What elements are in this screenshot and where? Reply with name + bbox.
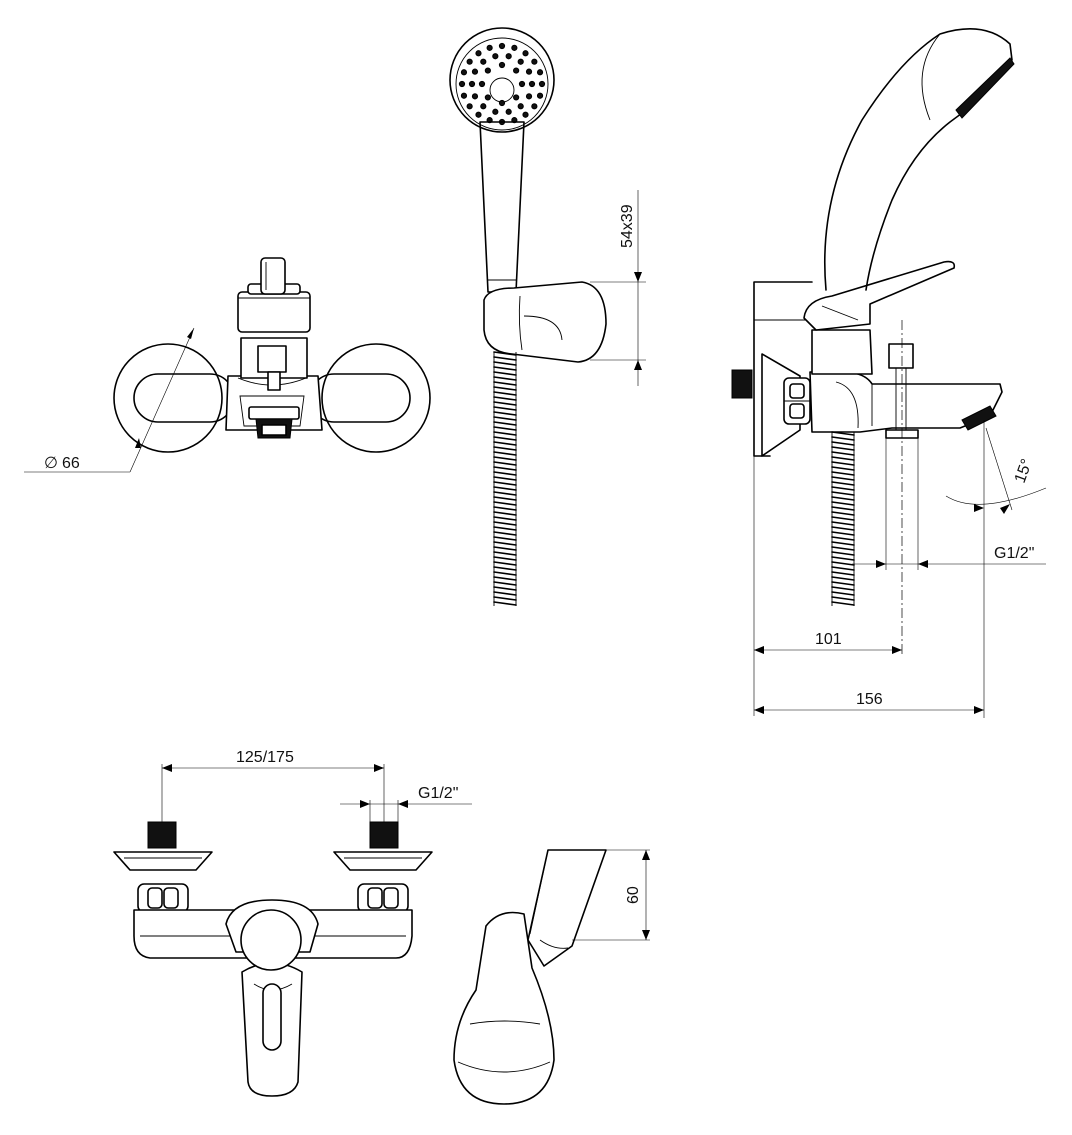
mixer-top-view: ∅ 66 (24, 257, 431, 473)
nozzle-pattern (458, 42, 546, 126)
front-thread-label: G1/2" (418, 785, 458, 802)
diameter-label: 66 (62, 455, 80, 472)
centers-label: 125/175 (236, 749, 294, 766)
hose-side (831, 431, 855, 606)
mixer-side-view: 15° G1/2" 101 156 (731, 28, 1047, 718)
angle-label: 15° (1012, 457, 1036, 486)
hose-front (493, 351, 517, 606)
lever-side-view: 60 (453, 849, 650, 1105)
diameter-symbol: ∅ (44, 455, 58, 472)
holder-size-label: 54x39 (619, 204, 636, 248)
depth-total-label: 156 (856, 691, 883, 708)
depth-spout-label: 101 (815, 631, 842, 648)
handle-height-label: 60 (625, 886, 642, 904)
side-thread-label: G1/2" (994, 545, 1034, 562)
mixer-front-view: 125/175 G1/2" (113, 749, 472, 1097)
hand-shower-front-view: 54x39 (449, 27, 646, 606)
